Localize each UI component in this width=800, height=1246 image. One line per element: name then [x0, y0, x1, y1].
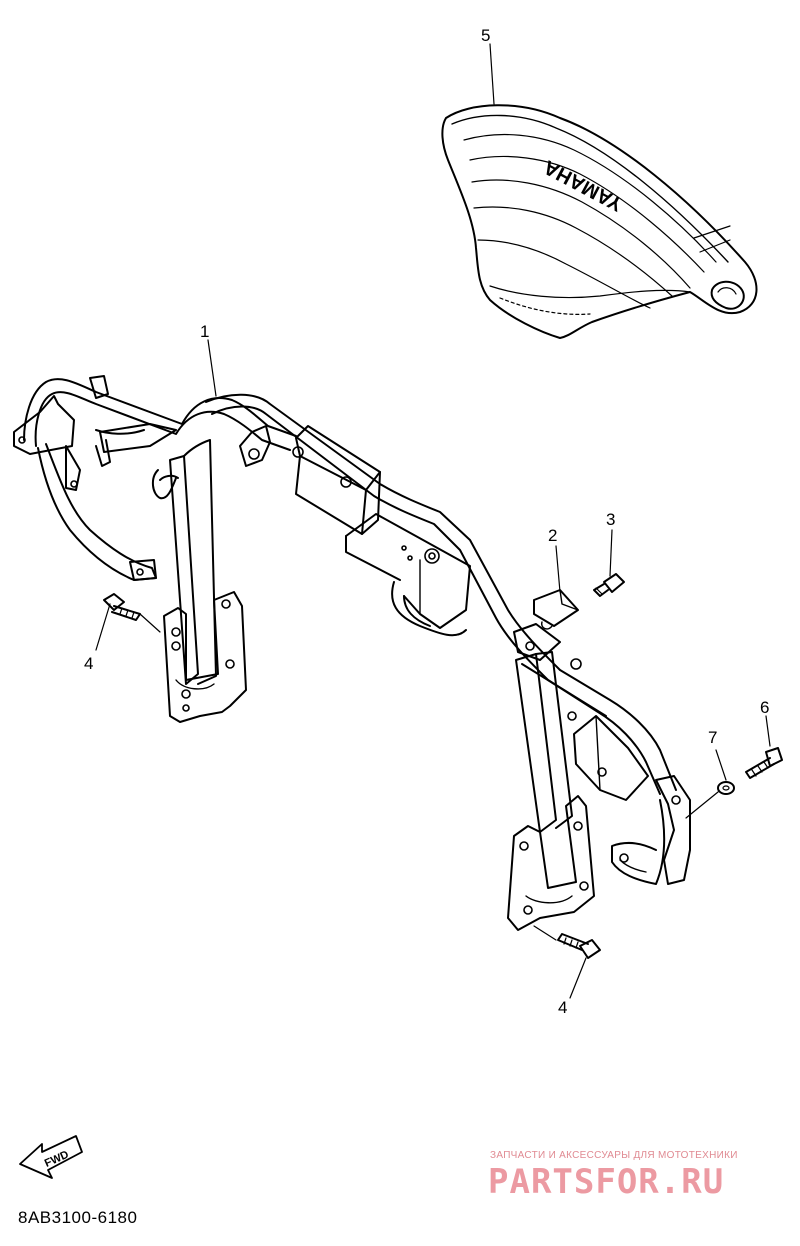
frame-holes: [18, 436, 681, 915]
fwd-arrow-icon: [19, 1135, 83, 1179]
fwd-label: FWD: [43, 1149, 71, 1170]
watermark-tagline: ЗАПЧАСТИ И АКСЕССУАРЫ ДЛЯ МОТОТЕХНИКИ: [490, 1150, 738, 1161]
callout-4-right: 4: [558, 998, 568, 1017]
callout-5: 5: [481, 26, 491, 45]
callout-7: 7: [708, 728, 718, 747]
clip-part: [533, 589, 579, 630]
washer-part-7: [717, 781, 735, 795]
frame-part: [13, 375, 691, 931]
seat-part: [441, 104, 758, 339]
bolt-part-6: [745, 747, 783, 779]
callout-3: 3: [606, 510, 616, 529]
callout-6: 6: [760, 698, 770, 717]
bolt-part-4-left: [103, 593, 141, 621]
leader-lines: [95, 43, 771, 999]
bolt-part-4-right: [557, 933, 601, 959]
watermark-brand: PARTSFOR.RU: [488, 1162, 725, 1202]
callout-1: 1: [200, 322, 210, 341]
seat-brand-text: YAMAHA: [540, 155, 626, 215]
screw-part-3: [593, 573, 625, 597]
diagram-code: 8AB3100-6180: [18, 1208, 138, 1227]
callout-2: 2: [548, 526, 558, 545]
callout-4-left: 4: [84, 654, 94, 673]
